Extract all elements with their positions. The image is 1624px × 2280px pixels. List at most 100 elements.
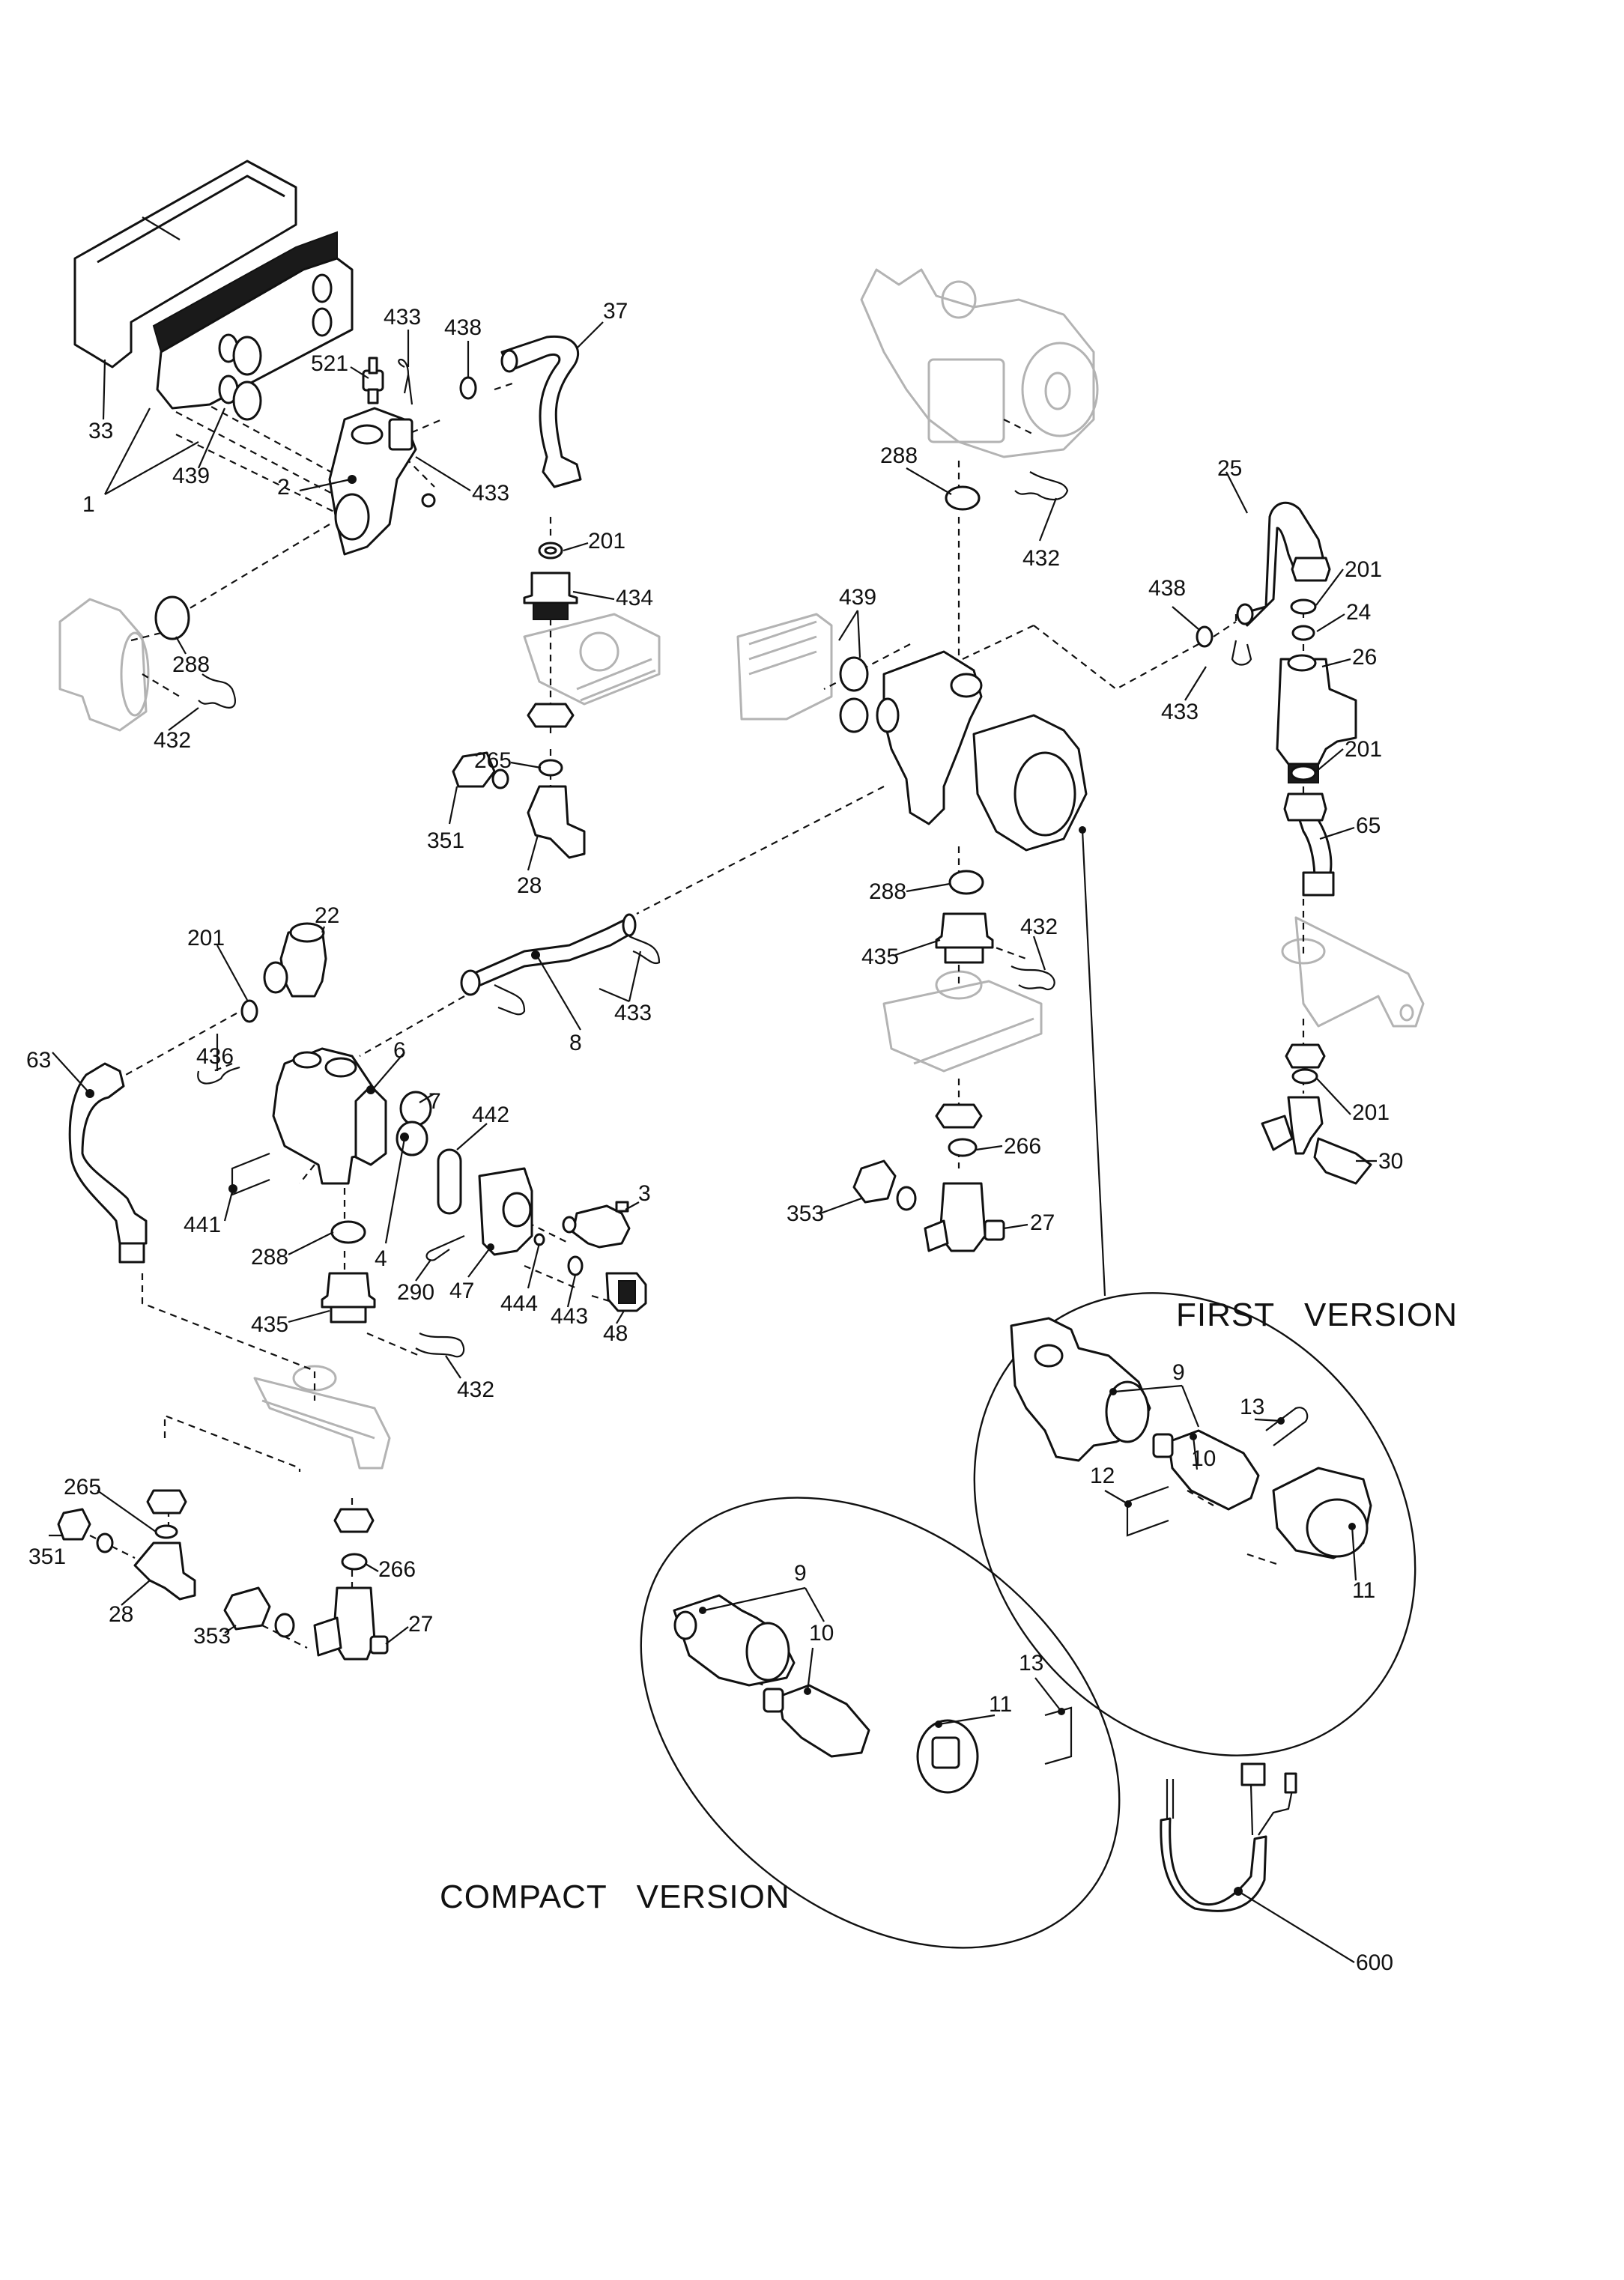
leader-line (288, 1231, 334, 1255)
leader-line (838, 610, 858, 641)
pressure-switch-3 (562, 1201, 631, 1249)
check-valve-7-filter-4 (396, 1091, 432, 1156)
callout-27: 27 (408, 1612, 433, 1637)
o-ring-288-valve-bottom (948, 870, 984, 895)
leader-line (1032, 936, 1046, 971)
leader-line (1181, 1385, 1200, 1428)
callout-288: 288 (880, 443, 918, 468)
leader-line (456, 1123, 488, 1150)
clip-432-bottom-left (415, 1332, 465, 1358)
compact-version-clip-13 (1044, 1706, 1073, 1765)
leader-line (819, 1197, 862, 1215)
leader-line (1172, 606, 1199, 630)
leader-line (1184, 666, 1207, 701)
leader-line (1316, 613, 1345, 632)
leader-line (97, 1490, 157, 1532)
callout-26: 26 (1352, 645, 1377, 670)
callout-435: 435 (861, 945, 899, 969)
first-version-valve-body (1010, 1317, 1151, 1462)
leader-line (856, 610, 861, 658)
leader-line (448, 786, 458, 825)
callout-290: 290 (397, 1280, 434, 1305)
pipe-65 (1283, 792, 1335, 897)
leader-line (537, 956, 581, 1031)
leader-line (1034, 1677, 1062, 1712)
callout-351: 351 (427, 828, 464, 853)
callout-438: 438 (444, 315, 482, 340)
callout-201: 201 (187, 926, 225, 950)
leader-line (975, 1144, 1003, 1151)
callout-600: 600 (1356, 1950, 1393, 1975)
leader-line (384, 1138, 406, 1244)
callout-1: 1 (82, 492, 95, 517)
callout-443: 443 (551, 1304, 588, 1329)
callout-438: 438 (1148, 576, 1186, 601)
drain-valve-48 (605, 1272, 647, 1312)
leader-line (415, 1259, 431, 1282)
callout-432: 432 (457, 1377, 494, 1402)
washers-201-24 (1290, 598, 1317, 641)
callout-433: 433 (472, 481, 509, 506)
callout-28: 28 (517, 873, 542, 898)
leader-line (1315, 569, 1344, 606)
leader-line (703, 1586, 806, 1612)
leader-line (1104, 1490, 1129, 1505)
leader-line (563, 542, 589, 552)
clip-432-left (198, 673, 236, 709)
plate-heat-exchanger (152, 231, 354, 421)
leader-line (445, 1355, 461, 1379)
leader-line (415, 456, 471, 491)
callout-2: 2 (277, 475, 290, 500)
inlet-tap-30 (1261, 1096, 1372, 1185)
callout-11: 11 (989, 1692, 1012, 1717)
leader-line (566, 1274, 577, 1308)
callout-10: 10 (809, 1621, 834, 1646)
callout-351: 351 (28, 1544, 66, 1569)
leader-line (385, 1626, 409, 1645)
leader-line (599, 987, 630, 1003)
callout-7: 7 (428, 1089, 441, 1114)
leader-line (175, 636, 187, 655)
fitting-434 (523, 571, 578, 620)
leader-line (906, 882, 951, 893)
leader-line (572, 590, 615, 601)
leader-line (1114, 1384, 1183, 1393)
o-ring-438 (459, 376, 477, 400)
leader-line (121, 1580, 151, 1606)
callout-433: 433 (614, 1001, 652, 1025)
return-manifold-6 (272, 1047, 387, 1185)
leader-line (527, 834, 539, 871)
leader-line (894, 939, 941, 956)
callout-22: 22 (315, 903, 339, 928)
screw (421, 493, 436, 508)
callout-24: 24 (1346, 600, 1371, 625)
callout-11: 11 (1352, 1578, 1375, 1603)
washer-201-center (538, 542, 563, 560)
valve-body-seals-439 (839, 656, 869, 733)
leader-line (197, 407, 226, 469)
nut-201-right-bottom (1285, 1043, 1326, 1085)
compact-version-valve-body (673, 1594, 796, 1687)
clip-433-right (1231, 640, 1252, 666)
leader-line (616, 1310, 625, 1324)
compact-version-frame (640, 1497, 1121, 1949)
leader-line (350, 366, 369, 379)
leader-line (365, 1563, 379, 1572)
leader-line (52, 1052, 91, 1094)
ghost-bracket-434 (523, 613, 661, 706)
leader-line (938, 1714, 996, 1726)
callout-12: 12 (1090, 1464, 1115, 1488)
callout-521: 521 (311, 351, 348, 376)
callout-27: 27 (1030, 1210, 1055, 1235)
callout-201: 201 (1345, 557, 1382, 582)
callout-442: 442 (472, 1103, 509, 1127)
ghost-bracket-bottom (253, 1365, 391, 1470)
leader-line (216, 945, 248, 1001)
callout-433: 433 (384, 305, 421, 330)
safety-valve-22 (263, 922, 327, 998)
clips-433-bypass (494, 936, 661, 1016)
callout-433: 433 (1161, 700, 1199, 724)
compact-version-cartridge (763, 1684, 870, 1758)
clip-432-pump (1014, 471, 1069, 500)
